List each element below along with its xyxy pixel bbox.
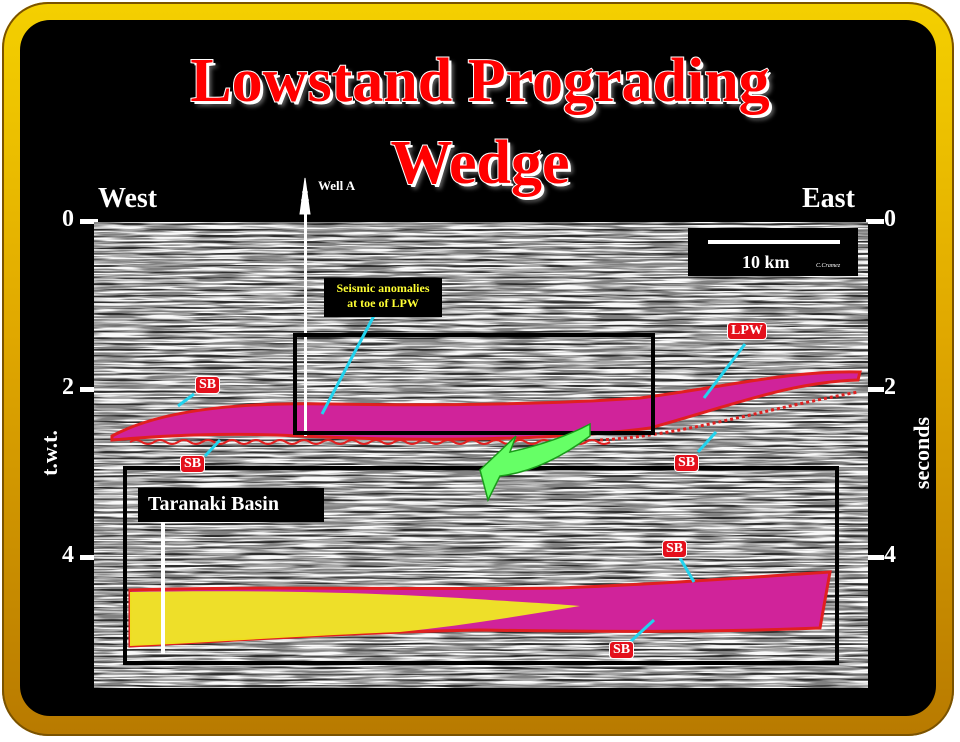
left-tick-mark-2 [80,387,98,392]
callout-line-1: Seismic anomalies [336,281,430,295]
well-a-derrick-icon [299,177,311,215]
sb-tag-2: SB [180,455,206,473]
west-label: West [98,183,158,214]
left-tick-4: 4 [62,542,74,568]
seismic-anomalies-callout: Seismic anomalies at toe of LPW [324,278,442,317]
right-tick-mark-2 [866,387,884,392]
lower-boundary-east [599,390,859,442]
scale-bar-box: 10 km C.Cramez [688,228,858,276]
lower-boundary-upper [129,439,611,445]
right-tick-mark-4 [866,555,884,560]
sb-tag-3: SB [674,454,700,472]
sb-leader-1 [177,392,195,408]
title-line-1: Lowstand Prograding [189,47,770,115]
right-tick-2: 2 [884,374,896,400]
well-a-label: Well A [318,178,356,193]
left-tick-mark-4 [80,555,98,560]
taranaki-well-trace [161,512,165,654]
lower-highlight-box [123,466,839,665]
well-a-trace [304,214,307,436]
sb-tag-4: SB [662,540,688,558]
east-label: East [802,183,855,214]
sb-tag-1: SB [195,376,221,394]
left-tick-mark-0 [80,219,98,224]
scale-bar [708,240,840,244]
right-tick-mark-0 [866,219,884,224]
green-arrow-icon [479,422,591,503]
sb-leader-5 [628,618,656,644]
lpw-leader [702,343,747,399]
upper-highlight-box [293,333,655,435]
right-tick-4: 4 [884,542,896,568]
callout-line-2: at toe of LPW [347,296,419,310]
left-tick-2: 2 [62,374,74,400]
basin-label-box: Taranaki Basin [138,488,324,522]
lpw-tag: LPW [727,322,767,340]
credit-label: C.Cramez [816,263,841,269]
sb-leader-2 [203,438,222,458]
right-tick-0: 0 [884,206,896,232]
basin-label: Taranaki Basin [148,493,279,515]
left-tick-0: 0 [62,206,74,232]
scale-bar-label: 10 km [742,252,790,272]
sb-tag-5: SB [609,641,635,659]
title-line-2: Wedge [389,129,570,197]
sb-leader-3 [696,430,718,454]
sb-leader-4 [678,557,696,583]
lower-sand-body [130,591,580,646]
callout-leader [320,309,379,415]
upper-wedge [110,370,862,442]
